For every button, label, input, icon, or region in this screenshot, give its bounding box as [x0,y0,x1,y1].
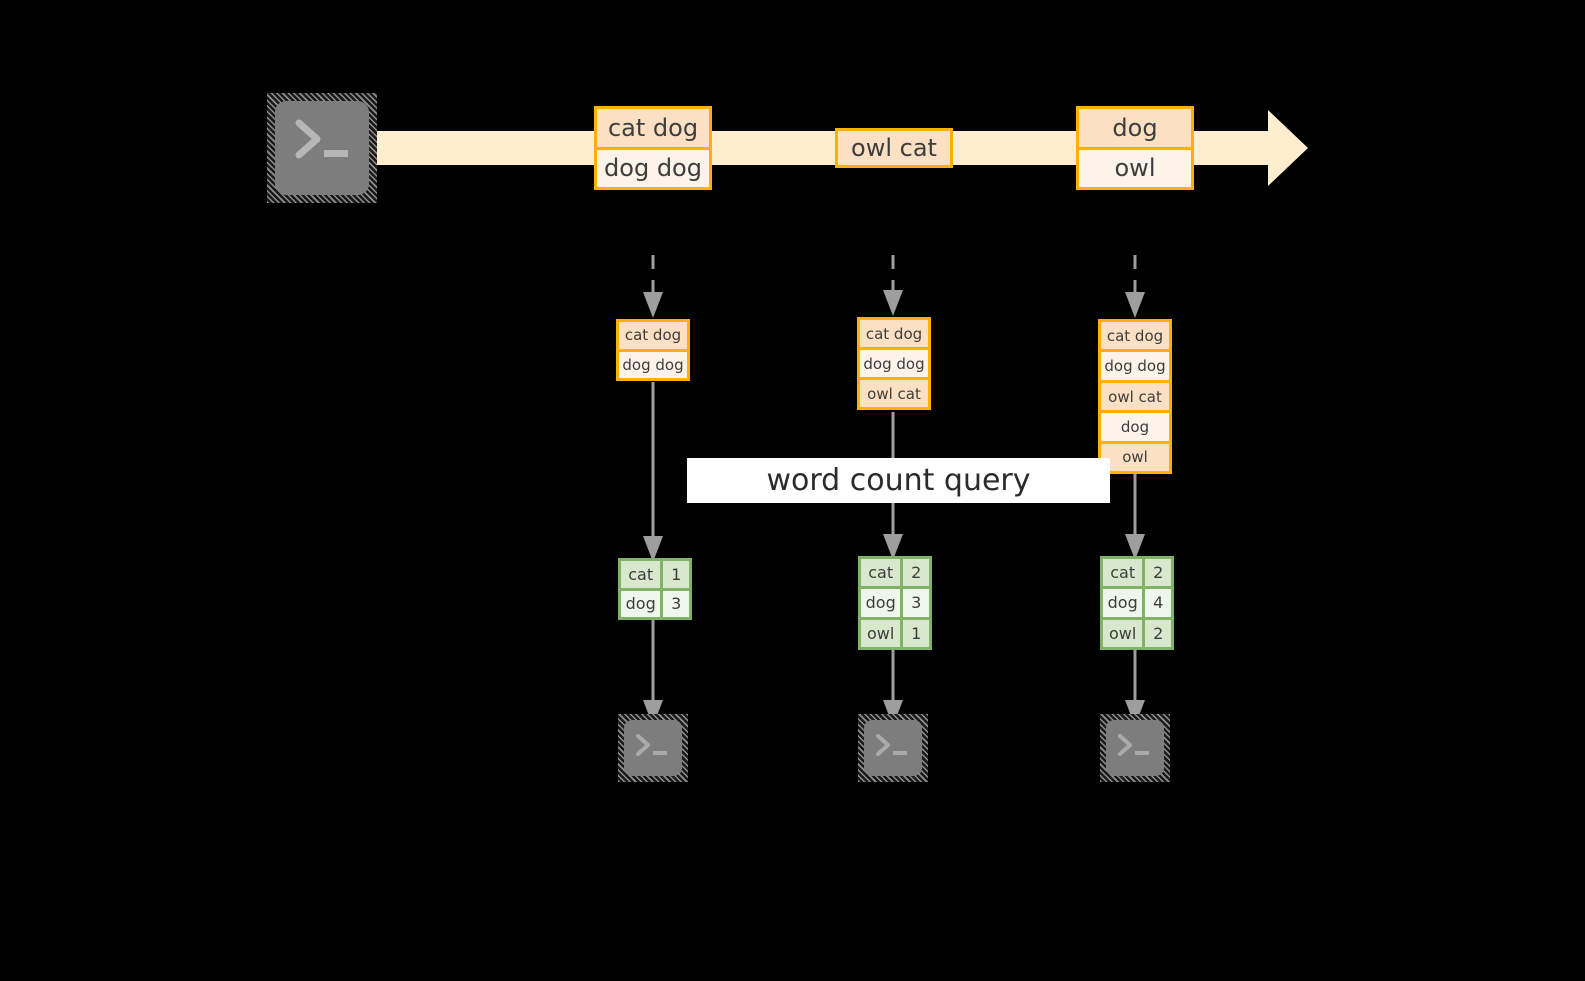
result-3-word-2: dog [1103,589,1146,617]
result-table-1[interactable]: cat 1 dog 3 [618,558,692,620]
snapshot-2-accumulated-box[interactable]: cat dog dog dog owl cat [857,317,931,410]
result-2-word-2: dog [861,589,904,617]
stream-event-2-line-1: owl cat [838,131,950,165]
snapshot-3-accumulated-box[interactable]: cat dog dog dog owl cat dog owl [1098,319,1172,474]
result-3-count-3: 2 [1145,619,1171,647]
table-row: owl 2 [1103,619,1171,647]
result-2-count-2: 3 [903,589,929,617]
table-row: dog 3 [861,589,929,620]
stream-event-1-line-2: dog dog [597,149,709,187]
result-1-count-1: 1 [663,561,689,588]
stream-event-2[interactable]: owl cat [835,128,953,168]
snapshot-3-line-4: dog [1101,413,1169,444]
snapshot-2-line-1: cat dog [860,320,928,350]
result-2-count-1: 2 [903,559,929,587]
stream-event-1-line-1: cat dog [597,109,709,150]
snapshot-3-line-2: dog dog [1101,352,1169,383]
sink-terminal-icon-3 [1100,714,1170,782]
result-1-word-1: cat [621,561,664,588]
terminal-prompt-glyph [1118,734,1149,756]
sink-terminal-icon-2 [858,714,928,782]
query-label: word count query [687,458,1110,503]
table-row: dog 3 [621,590,689,617]
snapshot-3-line-5: owl [1101,443,1169,472]
result-1-word-2: dog [621,590,664,617]
snapshot-1-line-1: cat dog [619,322,687,352]
result-1-count-2: 3 [663,590,689,617]
table-row: owl 1 [861,619,929,647]
snapshot-1-line-2: dog dog [619,351,687,378]
result-3-word-3: owl [1103,619,1146,647]
result-table-2[interactable]: cat 2 dog 3 owl 1 [858,556,932,650]
result-2-word-3: owl [861,619,904,647]
stream-event-3-line-2: owl [1079,149,1191,187]
table-row: cat 2 [1103,559,1171,590]
result-3-count-2: 4 [1145,589,1171,617]
terminal-prompt-glyph [636,734,667,756]
table-row: cat 1 [621,561,689,591]
snapshot-2-line-2: dog dog [860,350,928,380]
result-table-3[interactable]: cat 2 dog 4 owl 2 [1100,556,1174,650]
snapshot-3-line-1: cat dog [1101,322,1169,353]
result-2-count-3: 1 [903,619,929,647]
terminal-prompt-glyph [295,119,348,159]
snapshot-2-line-3: owl cat [860,380,928,407]
terminal-prompt-glyph [876,734,907,756]
snapshot-3-line-3: owl cat [1101,382,1169,414]
result-2-word-1: cat [861,559,904,587]
result-3-count-1: 2 [1145,559,1171,587]
stream-event-1[interactable]: cat dog dog dog [594,106,712,190]
table-row: cat 2 [861,559,929,590]
result-3-word-1: cat [1103,559,1146,587]
sink-terminal-icon-1 [618,714,688,782]
stream-event-3-line-1: dog [1079,109,1191,150]
source-terminal-icon [267,93,377,203]
snapshot-1-accumulated-box[interactable]: cat dog dog dog [616,319,690,381]
stream-event-3[interactable]: dog owl [1076,106,1194,190]
table-row: dog 4 [1103,589,1171,620]
